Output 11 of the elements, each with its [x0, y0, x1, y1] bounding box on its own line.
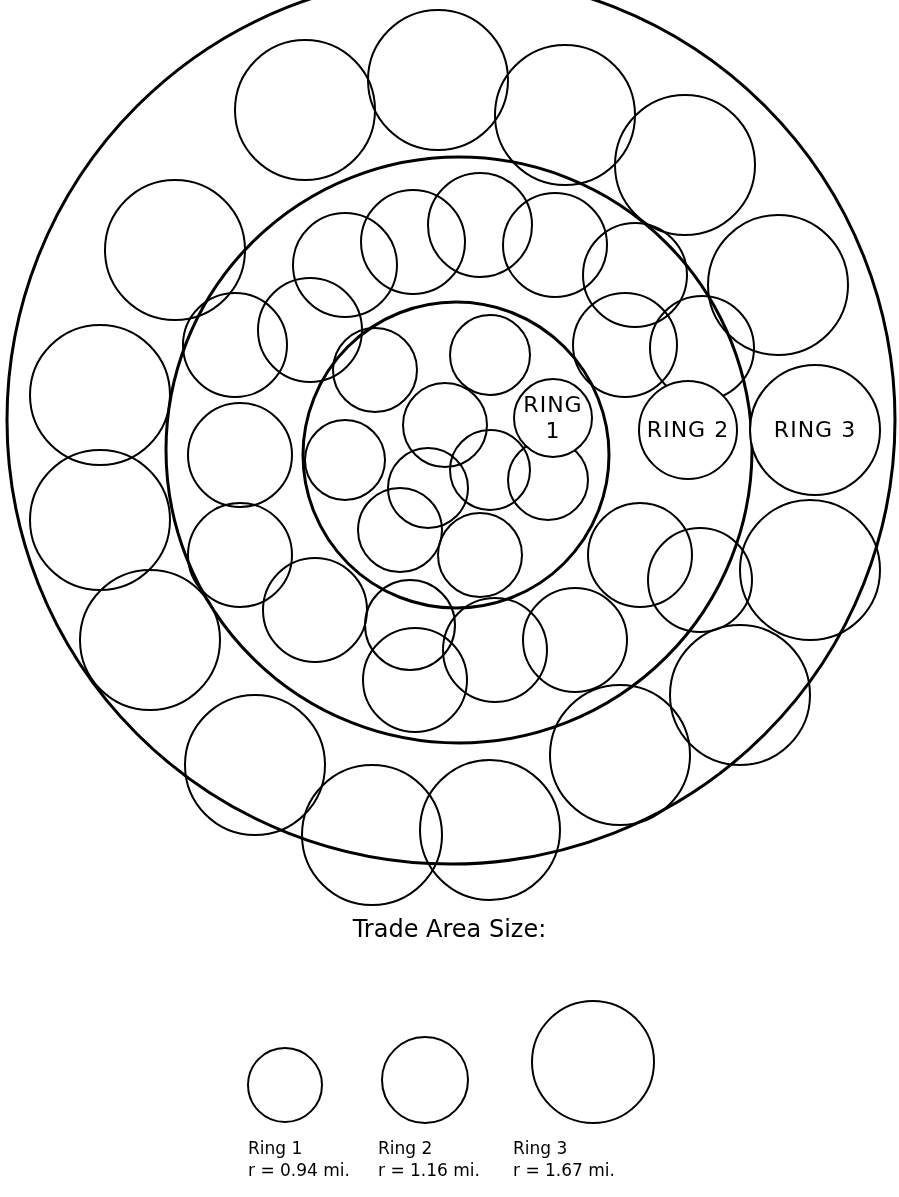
radius-caption: r = 1.16 mi. [378, 1160, 480, 1180]
ring-caption: Ring 1 [248, 1138, 303, 1158]
ring-caption: Ring 3 [513, 1138, 568, 1158]
ring-label: RING 3 [772, 417, 858, 443]
radius-caption: r = 0.94 mi. [248, 1160, 350, 1180]
labeled-trade-area-circle [513, 378, 593, 458]
ring-caption: Ring 2 [378, 1138, 433, 1158]
ring-label: RING 1 [522, 392, 584, 444]
ring-label: RING 2 [646, 417, 730, 443]
radius-caption: r = 1.67 mi. [513, 1160, 615, 1180]
legend-heading: Trade Area Size: [351, 915, 548, 943]
